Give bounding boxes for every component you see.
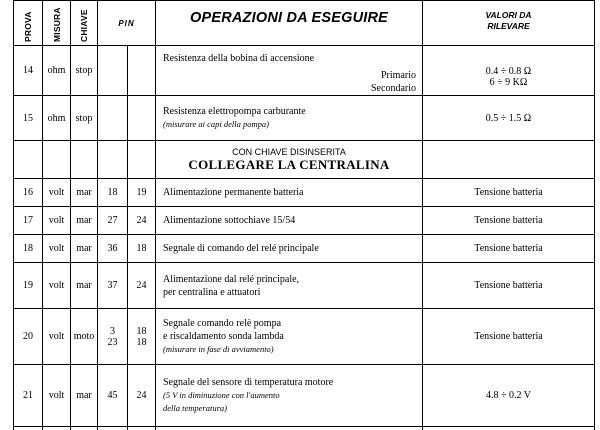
operation-line1: Alimentazione dal relé principale,	[163, 273, 300, 285]
header-pin: PIN	[97, 0, 156, 46]
pin-a-cell: 37	[97, 262, 128, 309]
chiave-cell: mar	[70, 262, 98, 309]
operation-line2: per centralina e attuatori	[163, 286, 261, 298]
table-row: 16 volt mar 18 19 Alimentazione permanen…	[13, 178, 595, 207]
operation-sub-secondario: Secondario	[371, 83, 416, 94]
operation-cell: Alimentazione permanente batteria	[155, 178, 423, 207]
operation-text: Resistenza della bobina di accensione	[163, 53, 315, 64]
pin-b-cell: 18 18	[127, 308, 156, 365]
prova-cell: 14	[13, 45, 43, 96]
misura-cell: volt	[42, 262, 71, 309]
value-cell: Tensione batteria	[422, 234, 595, 263]
operation-cell: Segnale del sensore di temperatura motor…	[155, 364, 423, 427]
pin-a-cell: 36	[97, 234, 128, 263]
table-row: 21 volt mar 45 24 Segnale del sensore di…	[13, 364, 595, 427]
table-row: 19 volt mar 37 24 Alimentazione dal relé…	[13, 262, 595, 309]
pin-b-cell: 24	[127, 262, 156, 309]
section-row: CON CHIAVE DISINSERITA COLLEGARE LA CENT…	[13, 140, 595, 179]
chiave-cell: mar	[70, 234, 98, 263]
header-chiave: CHIAVE	[70, 0, 98, 46]
operation-text: Resistenza elettropompa carburante	[163, 106, 306, 117]
pin-b-cell: 24	[127, 206, 156, 235]
pin-a-value-2: 23	[107, 336, 118, 348]
pin-b-cell	[127, 45, 156, 96]
misura-cell: volt	[42, 308, 71, 365]
operation-note-line1: (5 V in diminuzione con l'aumento	[163, 390, 280, 400]
chiave-cell: stop	[70, 95, 98, 141]
value-primario: 0.4 ÷ 0.8 Ω	[485, 65, 532, 77]
pin-a-cell: 3 23	[97, 308, 128, 365]
pin-b-cell: 18	[127, 234, 156, 263]
header-prova: PROVA	[13, 0, 43, 46]
misura-cell: volt	[42, 178, 71, 207]
operation-line1: Segnale comando relè pompa	[163, 318, 282, 329]
prova-cell: 18	[13, 234, 43, 263]
operation-line2: e riscaldamento sonda lambda	[163, 331, 284, 342]
operation-sub-primario: Primario	[381, 70, 416, 81]
chiave-cell: moto	[70, 308, 98, 365]
pin-b-cell: 24	[127, 364, 156, 427]
misura-cell: ohm	[42, 95, 71, 141]
value-cell: 4.8 ÷ 0.2 V	[422, 364, 595, 427]
misura-cell: ohm	[42, 45, 71, 96]
header-valori: VALORI DA RILEVARE	[422, 0, 595, 46]
section-title: COLLEGARE LA CENTRALINA	[188, 156, 390, 172]
pin-b-cell	[127, 95, 156, 141]
value-cell: Tensione batteria	[422, 206, 595, 235]
value-cell: 0.4 ÷ 0.8 Ω 6 ÷ 9 KΩ	[422, 45, 595, 96]
prova-cell: 17	[13, 206, 43, 235]
pin-a-cell: 45	[97, 364, 128, 427]
operation-note: (misurare in fase di avviamento)	[163, 344, 274, 354]
operations-table: PROVA MISURA CHIAVE PIN OPERAZIONI DA ES…	[13, 0, 595, 430]
value-cell: Tensione batteria	[422, 262, 595, 309]
operation-cell: Segnale di comando del relé principale	[155, 234, 423, 263]
header-valori-line2: RILEVARE	[487, 21, 530, 31]
prova-cell: 20	[13, 308, 43, 365]
operation-cell: Resistenza elettropompa carburante (misu…	[155, 95, 423, 141]
pin-a-cell: 18	[97, 178, 128, 207]
header-row: PROVA MISURA CHIAVE PIN OPERAZIONI DA ES…	[13, 0, 595, 46]
misura-cell: volt	[42, 206, 71, 235]
pin-a-cell	[97, 95, 128, 141]
pin-a-cell: 27	[97, 206, 128, 235]
section-cell: CON CHIAVE DISINSERITA COLLEGARE LA CENT…	[155, 140, 423, 179]
operation-cell: Alimentazione sottochiave 15/54	[155, 206, 423, 235]
prova-cell: 16	[13, 178, 43, 207]
value-cell: Tensione batteria	[422, 178, 595, 207]
prova-cell: 21	[13, 364, 43, 427]
misura-cell: volt	[42, 234, 71, 263]
misura-cell: volt	[42, 364, 71, 427]
prova-cell: 15	[13, 95, 43, 141]
operation-cell: Resistenza della bobina di accensione Pr…	[155, 45, 423, 96]
table-row: 14 ohm stop Resistenza della bobina di a…	[13, 45, 595, 96]
operation-cell: Segnale comando relè pompa e riscaldamen…	[155, 308, 423, 365]
header-operazioni: OPERAZIONI DA ESEGUIRE	[155, 0, 423, 46]
header-misura: MISURA	[42, 0, 71, 46]
pin-a-cell	[97, 45, 128, 96]
pin-b-cell: 19	[127, 178, 156, 207]
table-row-partial	[13, 426, 595, 430]
pin-b-value-2: 18	[136, 336, 147, 348]
value-cell: 0.5 ÷ 1.5 Ω	[422, 95, 595, 141]
chiave-cell: stop	[70, 45, 98, 96]
operation-cell: Alimentazione dal relé principale, per c…	[155, 262, 423, 309]
chiave-cell: mar	[70, 206, 98, 235]
table-row: 20 volt moto 3 23 18 18 Segnale comando …	[13, 308, 595, 365]
value-secondario: 6 ÷ 9 KΩ	[489, 76, 528, 88]
value-cell: Tensione batteria	[422, 308, 595, 365]
operation-text: Segnale del sensore di temperatura motor…	[163, 377, 334, 388]
table-row: 15 ohm stop Resistenza elettropompa carb…	[13, 95, 595, 141]
chiave-cell: mar	[70, 178, 98, 207]
header-valori-line1: VALORI DA	[485, 10, 532, 20]
table-row: 18 volt mar 36 18 Segnale di comando del…	[13, 234, 595, 263]
table-row: 17 volt mar 27 24 Alimentazione sottochi…	[13, 206, 595, 235]
operation-note-line2: della temperatura)	[163, 403, 227, 413]
prova-cell: 19	[13, 262, 43, 309]
section-subtitle: CON CHIAVE DISINSERITA	[232, 146, 346, 157]
chiave-cell: mar	[70, 364, 98, 427]
pin-b-value-1: 18	[136, 325, 147, 337]
pin-a-value-1: 3	[110, 325, 115, 337]
operation-note: (misurare ai capi della pompa)	[163, 119, 269, 129]
